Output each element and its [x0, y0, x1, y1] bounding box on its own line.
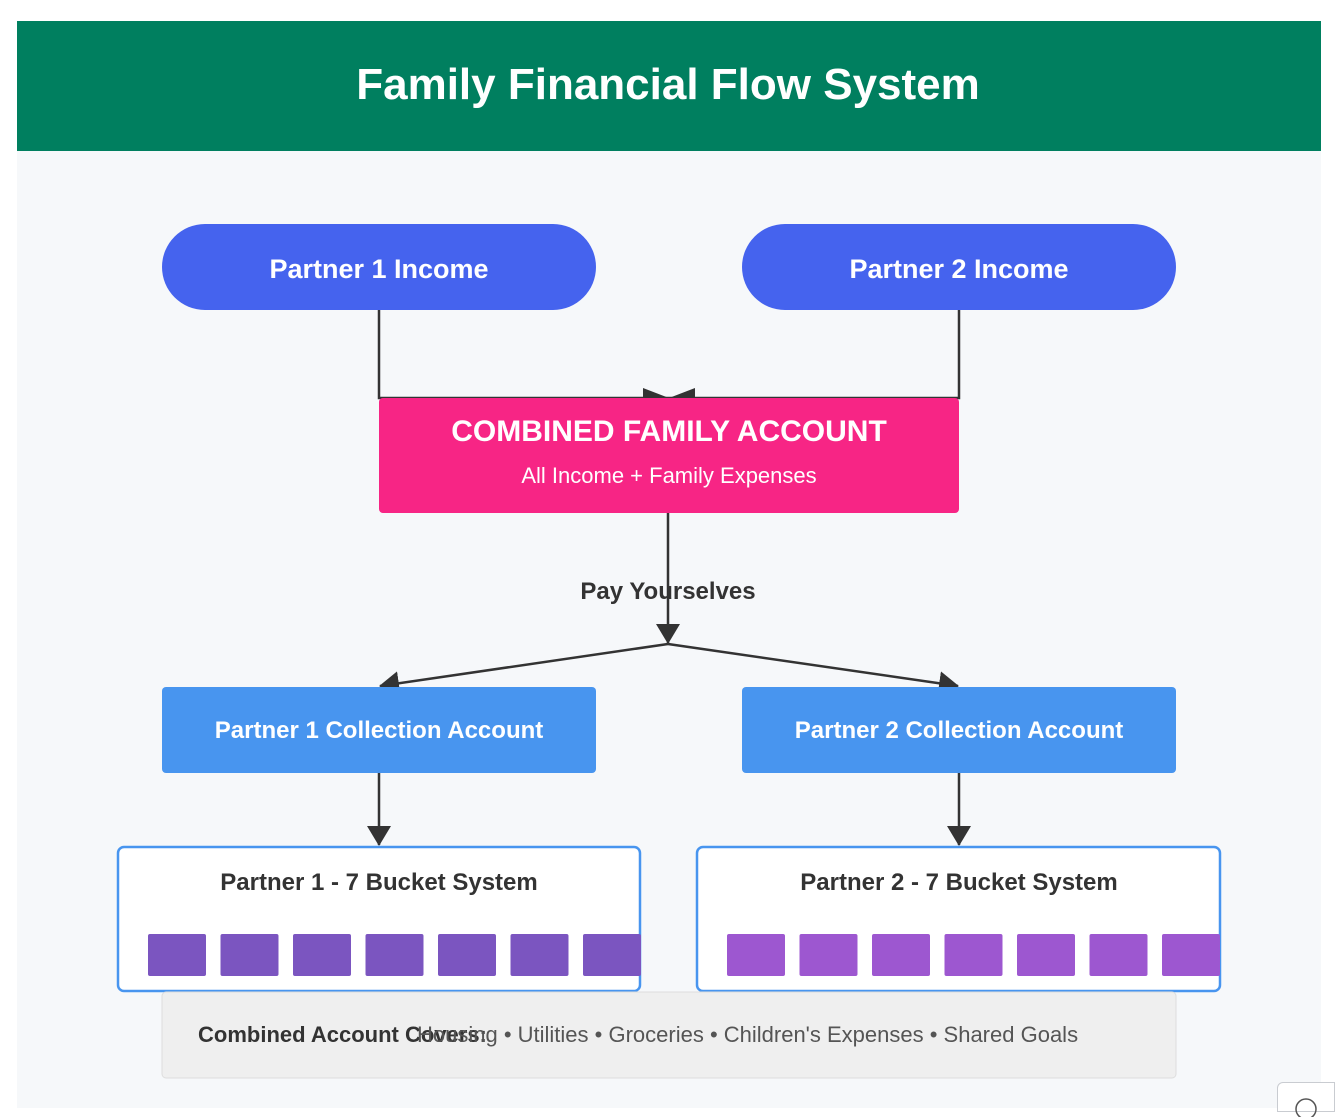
- partner2-income-node: [742, 224, 1176, 310]
- partner1-bucket-7: [583, 934, 641, 976]
- zoom-icon: [1295, 1098, 1317, 1117]
- arrowhead-right-merge: [669, 388, 695, 398]
- partner2-income-label: Partner 2 Income: [849, 254, 1068, 284]
- partner1-bucket-6: [510, 934, 569, 976]
- pay-yourselves-label: Pay Yourselves: [580, 578, 755, 605]
- partner1-income-node: [162, 224, 596, 310]
- partner2-collection-label: Partner 2 Collection Account: [795, 717, 1124, 744]
- partner2-bucket-3: [872, 934, 930, 976]
- partner2-bucket-5: [1017, 934, 1075, 976]
- partner2-bucket-4: [944, 934, 1003, 976]
- partner2-collection-account-node: [742, 687, 1176, 773]
- partner1-bucket-4: [365, 934, 424, 976]
- partner2-bucket-7: [1162, 934, 1220, 976]
- partner2-bucket-1: [727, 934, 785, 976]
- combined-account-subtitle: All Income + Family Expenses: [521, 463, 816, 488]
- partner1-income-label: Partner 1 Income: [269, 254, 488, 284]
- arrowhead-left-merge: [643, 388, 669, 398]
- partner1-buckets: [148, 934, 641, 976]
- combined-account-covers-label: Combined Account Covers:: [198, 1022, 487, 1047]
- combined-family-account-node: [379, 398, 959, 513]
- combined-account-covers-items: Housing • Utilities • Groceries • Childr…: [417, 1022, 1078, 1047]
- combined-account-covers-box: [161, 991, 1177, 1079]
- partner1-bucket-2: [220, 934, 279, 976]
- partner2-bucket-6: [1089, 934, 1148, 976]
- partner1-bucket-3: [293, 934, 351, 976]
- partner2-bucket-2: [799, 934, 858, 976]
- partner2-bucket-system-title: Partner 2 - 7 Bucket System: [800, 869, 1117, 896]
- partner1-collection-label: Partner 1 Collection Account: [215, 717, 544, 744]
- partner1-bucket-1: [148, 934, 206, 976]
- partner1-bucket-system-title: Partner 1 - 7 Bucket System: [220, 869, 537, 896]
- header-bar: [17, 21, 1321, 151]
- combined-account-title: COMBINED FAMILY ACCOUNT: [451, 415, 887, 448]
- connector-split-to-partner2-collection: [667, 642, 959, 696]
- page-title: Family Financial Flow System: [356, 60, 980, 109]
- partner2-buckets: [727, 934, 1220, 976]
- partner1-collection-account-node: [162, 687, 596, 773]
- partner1-bucket-5: [438, 934, 496, 976]
- connector-split-to-partner1-collection: [379, 642, 669, 696]
